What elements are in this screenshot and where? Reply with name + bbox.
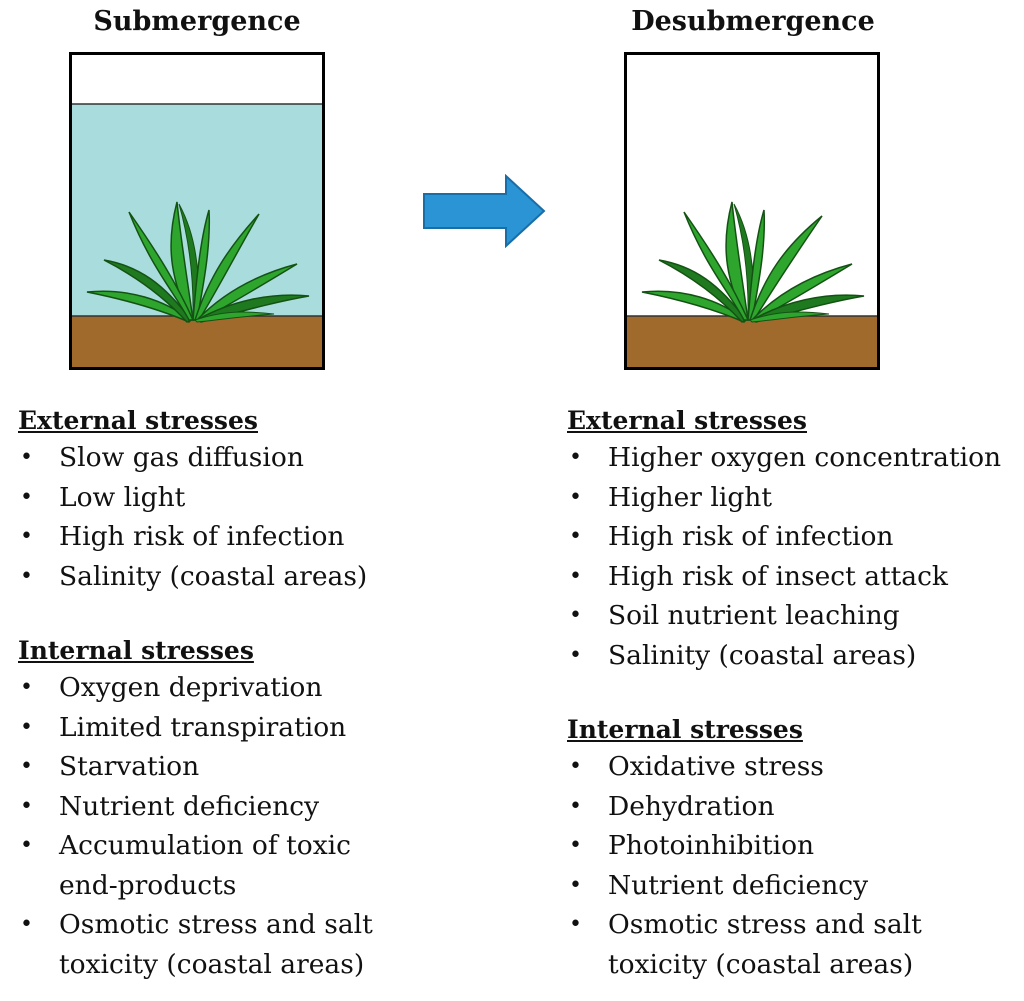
list-item-line: Osmotic stress and salt	[59, 909, 373, 940]
list-item: Osmotic stress and salt toxicity (coastal…	[567, 905, 1024, 984]
list-item: Oxidative stress	[567, 747, 1024, 787]
external-stresses-list: Slow gas diffusion Low light High risk o…	[18, 438, 478, 596]
internal-stresses-heading: Internal stresses	[567, 715, 803, 744]
external-stresses-heading: External stresses	[567, 406, 807, 435]
list-item: Salinity (coastal areas)	[567, 636, 1024, 676]
desubmergence-stresses: External stresses Higher oxygen concentr…	[567, 404, 1024, 984]
list-item: Oxygen deprivation	[18, 668, 478, 708]
list-item-line: toxicity (coastal areas)	[608, 948, 914, 980]
list-item: High risk of infection	[18, 517, 478, 557]
plant-icon	[641, 201, 865, 323]
arrow-right-icon	[423, 174, 546, 248]
list-item: Photoinhibition	[567, 826, 1024, 866]
list-item: Dehydration	[567, 787, 1024, 827]
desubmergence-title: Desubmergence	[631, 6, 875, 37]
list-item: Higher oxygen concentration	[567, 438, 1024, 478]
list-item: High risk of infection	[567, 517, 1024, 557]
list-item: Slow gas diffusion	[18, 438, 478, 478]
internal-stresses-list: Oxygen deprivation Limited transpiration…	[18, 668, 478, 984]
submergence-stresses: External stresses Slow gas diffusion Low…	[18, 404, 478, 984]
submergence-scene	[69, 52, 325, 370]
soil-region	[625, 316, 879, 368]
list-item-line: Accumulation of toxic	[59, 830, 351, 861]
list-item: Salinity (coastal areas)	[18, 557, 478, 597]
list-item-line: end-products	[59, 869, 237, 901]
scene-frame	[624, 52, 880, 370]
desubmergence-scene	[624, 52, 880, 370]
list-item-line: Osmotic stress and salt	[608, 909, 922, 940]
list-item: High risk of insect attack	[567, 557, 1024, 597]
scene-frame	[69, 52, 325, 370]
internal-stresses-list: Oxidative stress Dehydration Photoinhibi…	[567, 747, 1024, 984]
soil-region	[70, 316, 324, 368]
list-item: Accumulation of toxic end-products	[18, 826, 478, 905]
list-item: Nutrient deficiency	[567, 866, 1024, 906]
external-stresses-heading: External stresses	[18, 406, 258, 435]
list-item: Starvation	[18, 747, 478, 787]
list-item: Soil nutrient leaching	[567, 596, 1024, 636]
list-item: Low light	[18, 478, 478, 518]
list-item: Osmotic stress and salt toxicity (coastal…	[18, 905, 478, 984]
external-stresses-list: Higher oxygen concentration Higher light…	[567, 438, 1024, 675]
list-item: Limited transpiration	[18, 708, 478, 748]
list-item: Higher light	[567, 478, 1024, 518]
submergence-title: Submergence	[93, 6, 301, 37]
list-item: Nutrient deficiency	[18, 787, 478, 827]
list-item-line: toxicity (coastal areas)	[59, 948, 365, 980]
internal-stresses-heading: Internal stresses	[18, 636, 254, 665]
